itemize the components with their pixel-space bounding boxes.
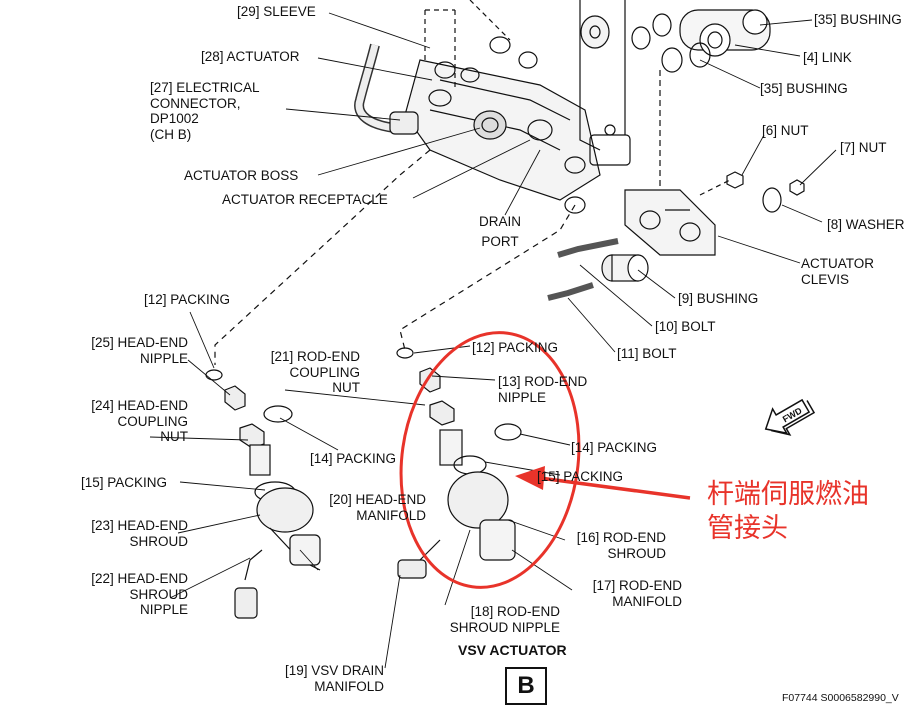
label-bushing-35-top: [35] BUSHING <box>814 12 902 27</box>
label-head-end-shroud: [23] HEAD-END SHROUD <box>91 518 188 549</box>
label-bushing-9: [9] BUSHING <box>678 291 759 306</box>
figure-id: F07744 S0006582990_V <box>782 692 899 704</box>
label-head-end-coupling-nut: [24] HEAD-END COUPLING NUT <box>91 398 188 444</box>
rod-end-routing-line <box>399 204 576 351</box>
label-actuator-clevis: ACTUATOR CLEVIS <box>801 256 875 287</box>
label-actuator-receptacle: ACTUATOR RECEPTACLE <box>222 192 388 207</box>
bolts-bushing <box>547 238 649 301</box>
label-rod-end-shroud-nipple: [18] ROD-END SHROUD NIPPLE <box>449 604 560 635</box>
label-bolt-11: [11] BOLT <box>617 346 677 361</box>
label-rod-end-coupling-nut: [21] ROD-END COUPLING NUT <box>270 349 360 395</box>
leader-lines <box>149 12 837 669</box>
label-packing-12-rod: [12] PACKING <box>472 340 559 355</box>
head-end-fitting-stack <box>205 369 321 619</box>
label-vsv-drain-manifold: [19] VSV DRAIN MANIFOLD <box>284 663 384 694</box>
electrical-connector-cable <box>354 43 419 135</box>
label-washer: [8] WASHER <box>827 217 905 232</box>
label-packing-14-rod: [14] PACKING <box>571 440 658 455</box>
label-packing-12-head: [12] PACKING <box>144 292 231 307</box>
label-packing-14-head: [14] PACKING <box>310 451 397 466</box>
label-sleeve: [29] SLEEVE <box>237 4 316 19</box>
link-bushings <box>579 0 771 200</box>
label-actuator: [28] ACTUATOR <box>201 49 300 64</box>
nut-washer-hardware <box>699 171 805 213</box>
label-actuator-boss: ACTUATOR BOSS <box>184 168 299 183</box>
label-packing-15-rod: [15] PACKING <box>537 469 624 484</box>
sleeve-part <box>424 0 538 90</box>
actuator-clevis <box>624 189 716 256</box>
label-bolt-10: [10] BOLT <box>655 319 716 334</box>
red-annotation-text: 杆端伺服燃油 管接头 <box>707 479 869 544</box>
actuator-body <box>404 59 631 214</box>
label-head-end-manifold: [20] HEAD-END MANIFOLD <box>329 492 426 523</box>
label-rod-end-manifold: [17] ROD-END MANIFOLD <box>592 578 682 609</box>
annotation-arrow <box>515 466 691 500</box>
label-link: [4] LINK <box>803 50 852 65</box>
label-rod-end-nipple: [13] ROD-END NIPPLE <box>498 374 588 405</box>
view-letter-box: B <box>505 667 547 705</box>
label-packing-15-head: [15] PACKING <box>81 475 168 490</box>
label-head-end-shroud-nipple: [22] HEAD-END SHROUD NIPPLE <box>91 571 188 617</box>
rod-end-fitting-stack <box>396 347 522 579</box>
label-nut-7: [7] NUT <box>840 140 887 155</box>
label-electrical-connector: [27] ELECTRICAL CONNECTOR, DP1002 (CH B) <box>150 80 260 142</box>
fwd-arrow-icon: FWD <box>764 398 816 436</box>
view-title: VSV ACTUATOR <box>458 642 567 658</box>
label-rod-end-shroud: [16] ROD-END SHROUD <box>576 530 666 561</box>
label-bushing-35-bottom: [35] BUSHING <box>760 81 848 96</box>
head-end-routing-line <box>214 149 431 365</box>
highlight-ellipse <box>399 331 581 589</box>
label-head-end-nipple: [25] HEAD-END NIPPLE <box>91 335 188 366</box>
label-drain-port: DRAIN PORT <box>478 214 521 249</box>
label-nut-6: [6] NUT <box>762 123 809 138</box>
